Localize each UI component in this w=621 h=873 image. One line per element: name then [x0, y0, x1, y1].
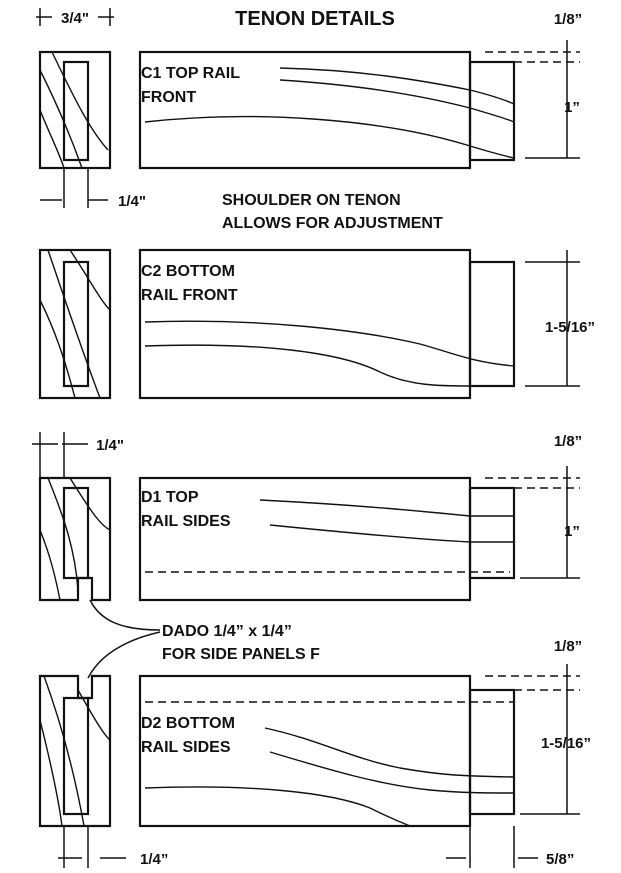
d1-drawing: 1/4" 1/8” 1” D1 TOP RAIL SIDES: [32, 432, 582, 602]
c1-grain-line: [39, 69, 83, 169]
c2-label-line2: RAIL FRONT: [141, 287, 238, 304]
d1-tenon-side: [468, 486, 516, 580]
dim-tenon-length: 5/8”: [546, 851, 574, 868]
d1-grain-line: [47, 477, 79, 591]
d2-grain-line: [77, 689, 111, 741]
shoulder-note-line2: ALLOWS FOR ADJUSTMENT: [222, 215, 443, 232]
dim-d1-tenon-thickness: 1/4": [96, 437, 124, 454]
d1-label-line2: RAIL SIDES: [141, 513, 231, 530]
d1-grain-line: [259, 499, 514, 517]
c1-tenon-end: [62, 60, 90, 162]
dado-leader: [87, 631, 161, 679]
dim-d2-shoulder: 1/8”: [554, 638, 582, 655]
c1-label-line2: FRONT: [141, 89, 196, 106]
d2-tenon-side: [468, 688, 516, 816]
dim-c2-tenon-width: 1-5/16”: [545, 319, 595, 336]
dado-note-line1: DADO 1/4” x 1/4”: [162, 623, 292, 640]
dim-d2-tenon-width: 1-5/16”: [541, 735, 591, 752]
c2-label-line1: C2 BOTTOM: [141, 263, 235, 280]
d1-grain-line: [69, 477, 111, 531]
dim-c1-shoulder: 1/8”: [554, 11, 582, 28]
c2-grain-line: [47, 249, 101, 399]
dim-c1-tenon-thickness: 1/4": [118, 193, 146, 210]
d1-label-line1: D1 TOP: [141, 489, 199, 506]
diagram-title: TENON DETAILS: [235, 8, 395, 30]
d2-grain-line: [144, 786, 411, 827]
d2-label-line1: D2 BOTTOM: [141, 715, 235, 732]
dim-end-width: 3/4": [61, 10, 89, 27]
dim-d1-shoulder: 1/8”: [554, 433, 582, 450]
c1-label-line1: C1 TOP RAIL: [141, 65, 240, 82]
d2-grain-line: [43, 675, 85, 827]
shoulder-note-line1: SHOULDER ON TENON: [222, 192, 401, 209]
c1-tenon-side: [468, 60, 516, 162]
d2-tenon-end: [62, 696, 90, 816]
d2-grain-line: [264, 727, 515, 778]
d2-drawing: 1/8” 1-5/16” D2 BOTTOM RAIL SIDES 1/4” 5…: [38, 638, 591, 868]
dim-d2-tenon-thickness: 1/4”: [140, 851, 168, 868]
c1-grain-line: [279, 79, 515, 123]
c2-grain-line: [144, 344, 471, 387]
c2-grain-line: [144, 320, 515, 367]
dim-c1-tenon-width: 1”: [564, 99, 580, 116]
dim-d1-tenon-width: 1”: [564, 523, 580, 540]
c2-grain-line: [39, 299, 76, 399]
c1-grain-line: [144, 115, 515, 159]
c2-grain-line: [69, 249, 111, 311]
dado-leader: [89, 599, 161, 631]
c2-tenon-side: [468, 260, 516, 388]
c1-grain-line: [39, 109, 65, 169]
d1-grain-line: [39, 529, 61, 601]
c1-drawing: 3/4" 1/4" 1/8” 1” C1 TOP RAIL FRONT: [36, 8, 582, 210]
d2-grain-line: [39, 719, 63, 827]
c2-drawing: 1-5/16” C2 BOTTOM RAIL FRONT: [38, 248, 595, 400]
c2-tenon-end: [62, 260, 90, 388]
d1-grain-line: [269, 524, 514, 543]
d2-label-line2: RAIL SIDES: [141, 739, 231, 756]
dado-note-line2: FOR SIDE PANELS F: [162, 646, 320, 663]
c1-grain-line: [279, 67, 515, 105]
d1-end-view: [38, 476, 112, 602]
c1-grain-line: [51, 51, 109, 151]
d2-grain-line: [269, 751, 515, 794]
